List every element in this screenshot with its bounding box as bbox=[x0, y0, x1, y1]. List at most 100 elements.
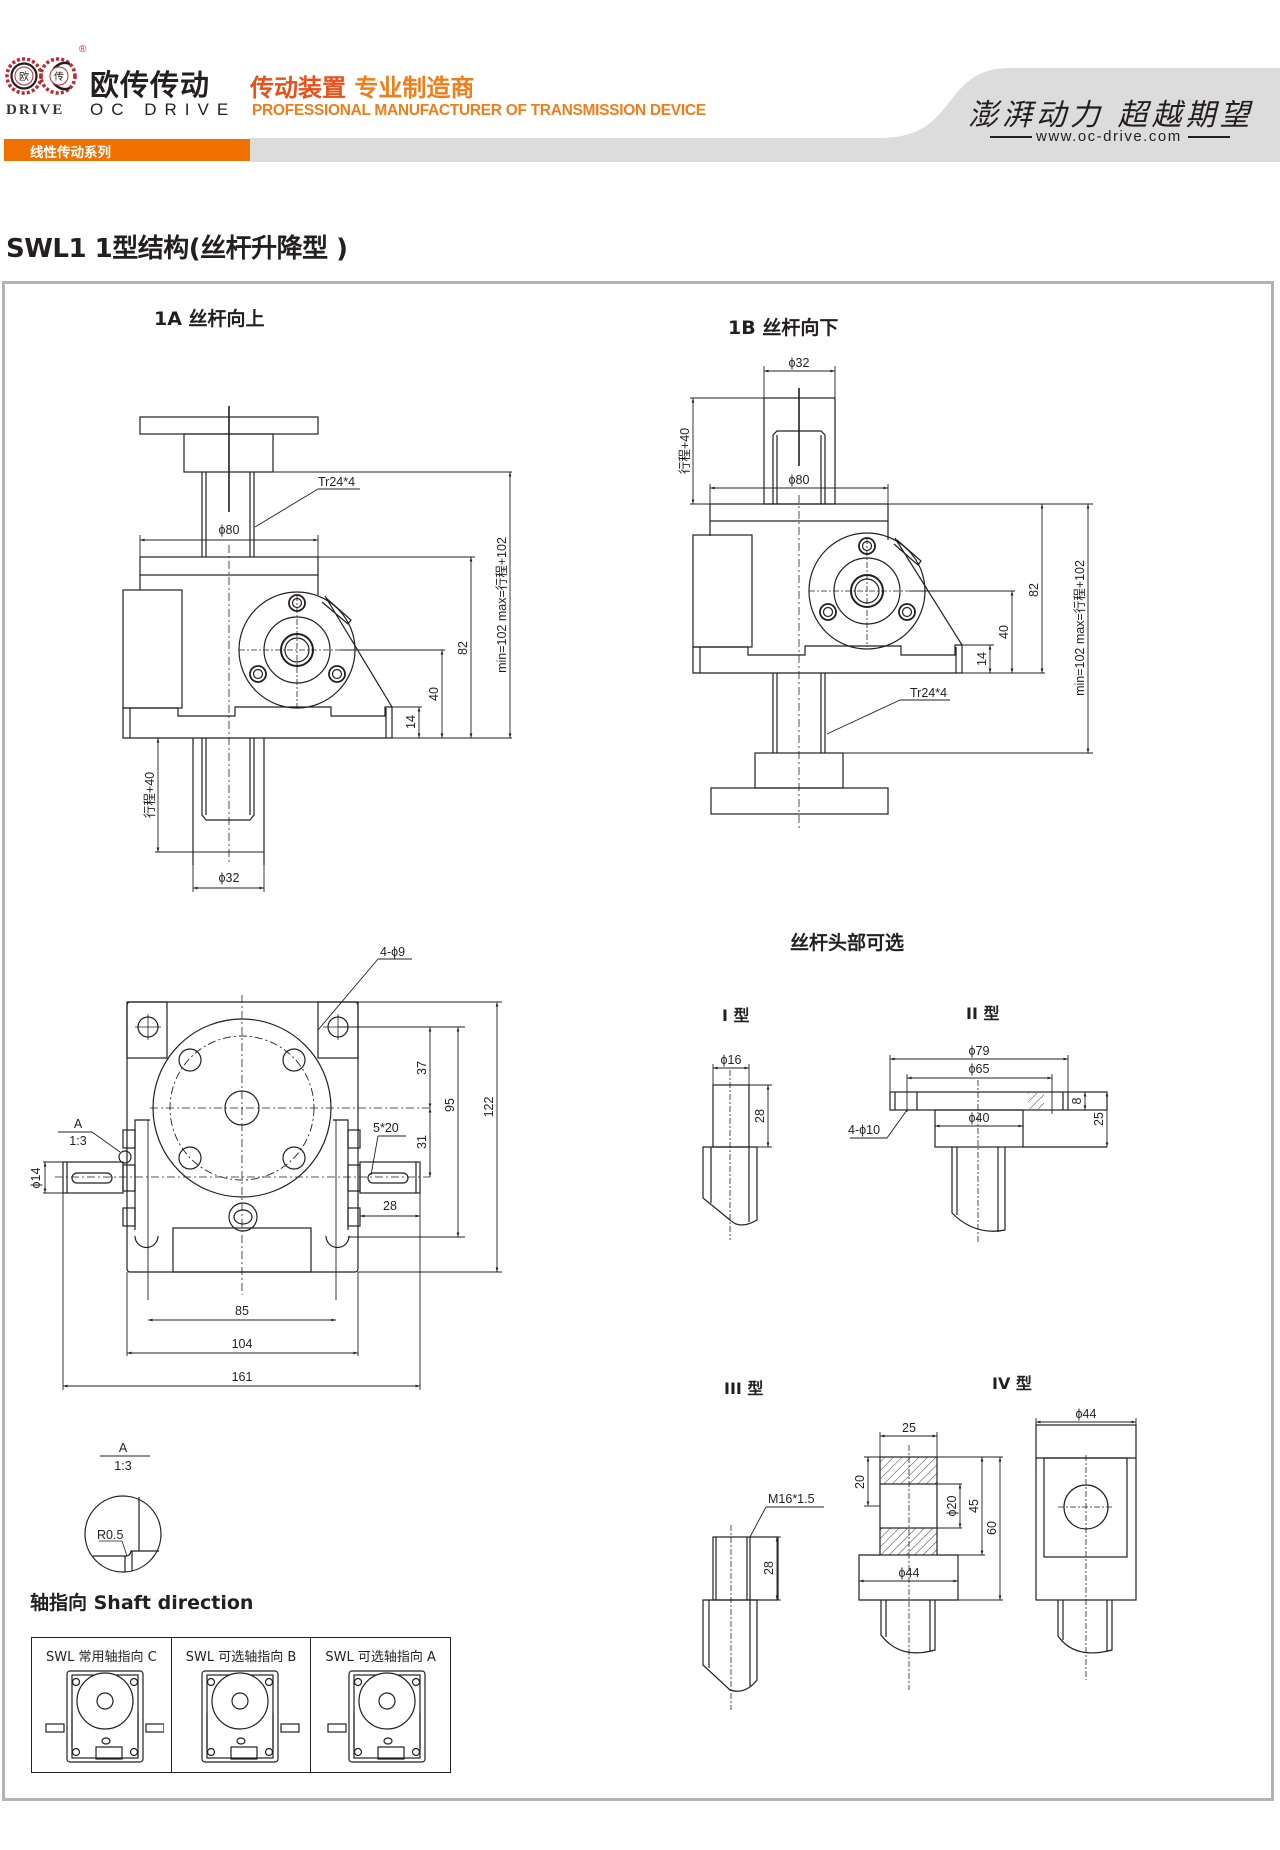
base-1b bbox=[692, 644, 963, 674]
1b-stroke-label: 行程+40 bbox=[677, 428, 692, 474]
1a-stroke-label: 行程+40 bbox=[142, 772, 157, 818]
shaft-c-both-icon bbox=[45, 1670, 164, 1763]
shaft-option-label: SWL 常用轴指向 C bbox=[45, 1650, 157, 1665]
screw-heads-title: 丝杆头部可选 bbox=[790, 932, 905, 954]
1a-dim14: 14 bbox=[404, 715, 418, 729]
top-dim161: 161 bbox=[232, 1370, 253, 1384]
view-1a-drawing bbox=[122, 406, 512, 892]
type-iii-title: III 型 bbox=[724, 1379, 764, 1398]
top-dim104: 104 bbox=[232, 1337, 253, 1351]
1a-phi32-label: ϕ32 bbox=[219, 871, 240, 885]
input-shaft-left bbox=[62, 1161, 124, 1194]
shaft-option-b: SWL 可选轴指向 B bbox=[172, 1638, 312, 1772]
type-iv-side-drawing bbox=[1035, 1418, 1137, 1680]
1b-dim14: 14 bbox=[975, 652, 989, 666]
shaft-b-right-icon bbox=[201, 1670, 300, 1763]
top-dim37: 37 bbox=[415, 1061, 429, 1075]
type-iv-title: IV 型 bbox=[992, 1374, 1032, 1393]
1b-thread-label: Tr24*4 bbox=[910, 686, 947, 700]
shaft-a-left-icon bbox=[327, 1670, 426, 1763]
website-rule-right bbox=[1188, 136, 1230, 138]
view-1b-title: 1B 丝杆向下 bbox=[728, 317, 839, 339]
tagline-en: PROFESSIONAL MANUFACTURER OF TRANSMISSIO… bbox=[252, 102, 706, 119]
1a-dim-total: min=102 max=行程+102 bbox=[494, 537, 509, 673]
website-rule-left bbox=[990, 136, 1032, 138]
tagline-cn-part1: 传动装置 bbox=[250, 74, 346, 102]
logo-brand-name-cn: 欧传传动 bbox=[90, 68, 211, 102]
logo-brand-name-en: OC DRIVE bbox=[90, 100, 237, 119]
type-ii-title: II 型 bbox=[966, 1004, 1000, 1023]
type-iv-front-drawing bbox=[858, 1432, 1003, 1690]
view-1b-drawing bbox=[690, 366, 1093, 830]
type-ii-phi79: ϕ79 bbox=[969, 1044, 990, 1058]
header-band bbox=[250, 68, 1280, 162]
type-iv-phi20: ϕ20 bbox=[945, 1496, 959, 1517]
view-1a-title: 1A 丝杆向上 bbox=[154, 308, 265, 330]
type-iv-dim45: 45 bbox=[967, 1499, 981, 1513]
type-iii-drawing bbox=[702, 1506, 824, 1710]
type-ii-holes: 4-ϕ10 bbox=[848, 1123, 880, 1137]
type-i-length: 28 bbox=[753, 1109, 767, 1123]
tagline-cn-part2: 专业制造商 bbox=[346, 74, 475, 102]
logo-drive-word: DRIVE bbox=[6, 102, 65, 118]
top-dim122: 122 bbox=[482, 1097, 496, 1118]
top-key-label: 5*20 bbox=[373, 1121, 399, 1135]
type-iv-phi44-front: ϕ44 bbox=[899, 1566, 920, 1580]
logo-mark-char-left: 欧 bbox=[19, 71, 29, 83]
base-1a bbox=[122, 706, 393, 739]
motor-box-1a bbox=[122, 589, 183, 709]
website-text: www.oc-drive.com bbox=[1036, 128, 1182, 145]
drawing-frame bbox=[2, 281, 1274, 1801]
shaft-option-label: SWL 可选轴指向 B bbox=[185, 1650, 297, 1665]
shaft-option-a: SWL 可选轴指向 A bbox=[311, 1638, 450, 1772]
type-iii-length: 28 bbox=[762, 1561, 776, 1575]
header-gray-swoosh bbox=[250, 68, 1280, 162]
1a-phi80-label: ϕ80 bbox=[219, 523, 240, 537]
detail-a-scale: 1:3 bbox=[114, 1459, 131, 1473]
series-label: 线性传动系列 bbox=[30, 145, 111, 161]
top-dim31: 31 bbox=[415, 1135, 429, 1149]
slogan: 澎湃动力 超越期望 bbox=[968, 98, 1254, 133]
type-iv-dim60: 60 bbox=[985, 1521, 999, 1535]
type-iv-phi44-side: ϕ44 bbox=[1076, 1407, 1097, 1421]
lift-plate-1b bbox=[710, 787, 889, 815]
detail-a-marker bbox=[118, 1150, 132, 1164]
motor-box-1b bbox=[692, 534, 753, 648]
type-ii-dim25: 25 bbox=[1092, 1112, 1106, 1126]
top-phi14-label: ϕ14 bbox=[29, 1168, 43, 1189]
type-ii-drawing bbox=[850, 1055, 1109, 1242]
type-iv-dim20: 20 bbox=[853, 1475, 867, 1489]
type-ii-phi40: ϕ40 bbox=[969, 1111, 990, 1125]
top-detail-scale: 1:3 bbox=[69, 1134, 86, 1148]
type-iii-thread: M16*1.5 bbox=[768, 1492, 815, 1506]
1b-dim82: 82 bbox=[1027, 583, 1041, 597]
type-ii-dim8: 8 bbox=[1070, 1097, 1084, 1104]
1b-phi32-label: ϕ32 bbox=[789, 356, 810, 370]
1b-dim-total: min=102 max=行程+102 bbox=[1072, 560, 1087, 696]
page-title: SWL1 1型结构(丝杆升降型 ) bbox=[6, 234, 348, 264]
1a-dim82: 82 bbox=[456, 641, 470, 655]
top-holes-label: 4-ϕ9 bbox=[380, 945, 405, 959]
type-i-title: I 型 bbox=[722, 1006, 750, 1025]
detail-a-radius: R0.5 bbox=[97, 1528, 123, 1542]
1b-phi80-label: ϕ80 bbox=[789, 473, 810, 487]
shaft-option-c: SWL 常用轴指向 C bbox=[32, 1638, 172, 1772]
shaft-option-label: SWL 可选轴指向 A bbox=[325, 1650, 436, 1665]
shaft-direction-table: SWL 常用轴指向 C SWL 可选轴指向 B bbox=[31, 1637, 451, 1773]
shaft-direction-title: 轴指向 Shaft direction bbox=[30, 1592, 254, 1614]
detail-a-drawing bbox=[84, 1455, 162, 1573]
type-iv-dim25: 25 bbox=[902, 1421, 916, 1435]
series-bar bbox=[4, 139, 250, 161]
top-dim28: 28 bbox=[383, 1199, 397, 1213]
type-ii-phi65: ϕ65 bbox=[969, 1062, 990, 1076]
1a-dim40: 40 bbox=[427, 687, 441, 701]
registered-mark: ® bbox=[79, 44, 87, 55]
type-i-drawing bbox=[702, 1064, 772, 1240]
top-detail-a-label: A bbox=[74, 1117, 83, 1131]
type-i-phi: ϕ16 bbox=[721, 1053, 742, 1067]
top-dim95: 95 bbox=[443, 1098, 457, 1112]
detail-a-label: A bbox=[119, 1441, 128, 1455]
logo-gear-icon: 欧 传 bbox=[5, 57, 77, 95]
top-view-drawing bbox=[43, 958, 502, 1390]
